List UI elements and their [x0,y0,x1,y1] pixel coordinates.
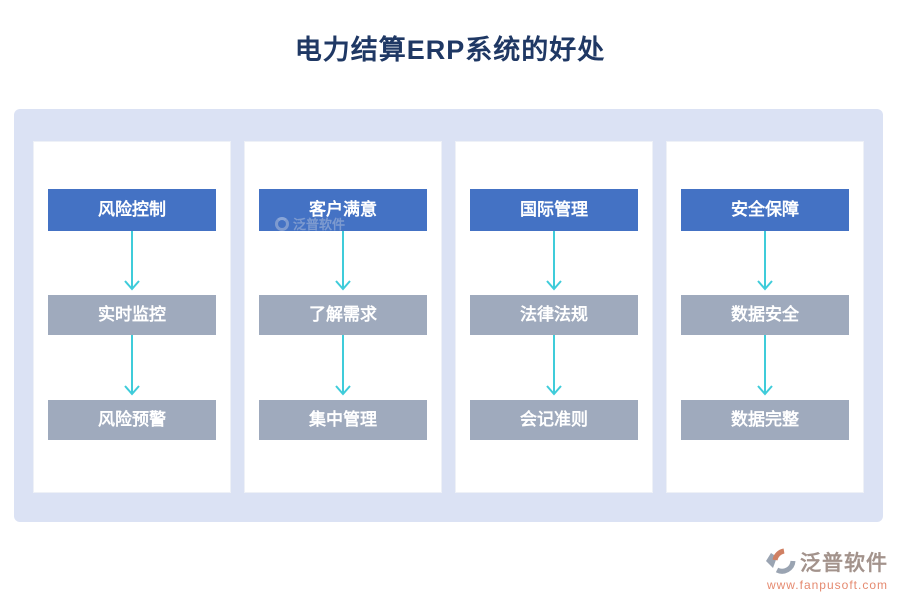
down-arrow-icon [546,335,562,396]
fanpu-logo-text: 泛普软件 [800,552,888,575]
fanpu-logo: 泛普软件 www.fanpusoft.com [764,547,888,592]
page-title: 电力结算ERP系统的好处 [294,35,606,65]
down-arrow-icon [124,231,140,291]
benefit-item: 了解需求 [259,295,427,335]
benefit-item: 法律法规 [470,295,638,335]
benefit-item: 数据完整 [681,400,849,440]
down-arrow-icon [124,335,140,396]
benefit-card-customer-satisfaction: 客户满意 了解需求 集中管理 泛普软件 [244,141,442,493]
down-arrow-icon [757,335,773,396]
benefit-header: 安全保障 [681,189,849,231]
benefit-item: 集中管理 [259,400,427,440]
benefit-header: 风险控制 [48,189,216,231]
down-arrow-icon [335,335,351,396]
benefit-header: 客户满意 [259,189,427,231]
benefit-item: 数据安全 [681,295,849,335]
benefit-card-risk-control: 风险控制 实时监控 风险预警 [33,141,231,493]
down-arrow-icon [757,231,773,291]
down-arrow-icon [335,231,351,291]
benefit-item: 风险预警 [48,400,216,440]
fanpu-logo-url: www.fanpusoft.com [766,578,888,592]
benefit-card-international-management: 国际管理 法律法规 会记准则 [455,141,653,493]
benefits-panel: 风险控制 实时监控 风险预警 客户满意 了解需求 集中管理 泛普软件 国际 [14,109,883,522]
benefit-card-security-assurance: 安全保障 数据安全 数据完整 [666,141,864,493]
benefit-item: 实时监控 [48,295,216,335]
benefit-item: 会记准则 [470,400,638,440]
fanpu-logo-icon [766,548,796,574]
down-arrow-icon [546,231,562,291]
benefit-header: 国际管理 [470,189,638,231]
